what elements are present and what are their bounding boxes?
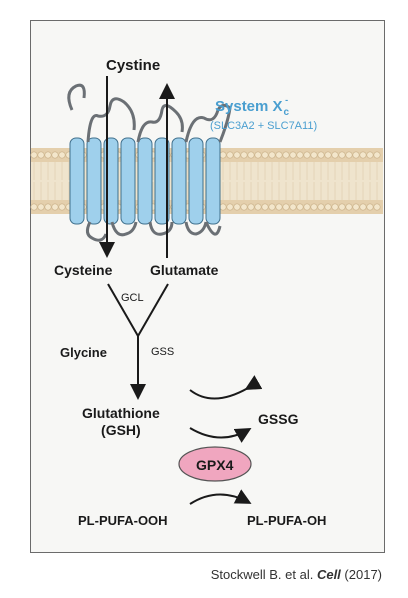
- pl-pufa-ooh-label: PL-PUFA-OOH: [78, 513, 168, 528]
- gssg-to-gsh-arrow: [189, 375, 263, 400]
- gsh-to-gssg-arrow: [189, 427, 252, 443]
- glycine-label: Glycine: [60, 345, 107, 360]
- gpx4-label: GPX4: [196, 457, 234, 473]
- gpx4-enzyme-ellipse: [178, 446, 252, 482]
- transmembrane-helix: [120, 137, 136, 225]
- system-xc-transporter: [67, 83, 232, 242]
- gcl-enzyme-label: GCL: [121, 292, 144, 304]
- transporter-genes: (SLC3A2 + SLC7A11): [210, 120, 318, 132]
- transmembrane-helix: [188, 137, 204, 225]
- transmembrane-helix: [205, 137, 221, 225]
- citation: Stockwell B. et al. Cell (2017): [210, 567, 382, 582]
- transmembrane-helix: [171, 137, 187, 225]
- glutathione-label: Glutathione(GSH): [82, 405, 160, 438]
- cystine-label: Cystine: [106, 57, 161, 74]
- gss-enzyme-label: GSS: [151, 346, 175, 358]
- transmembrane-helix: [154, 137, 170, 225]
- transmembrane-helix: [137, 137, 153, 225]
- transmembrane-helix: [69, 137, 85, 225]
- cysteine-label: Cysteine: [54, 262, 113, 278]
- gsh-synthesis-pathway: [107, 283, 169, 400]
- glutamate-label: Glutamate: [150, 262, 219, 278]
- gssg-label: GSSG: [258, 411, 299, 427]
- transporter-name: System Xc-: [215, 95, 290, 118]
- transmembrane-helix: [86, 137, 102, 225]
- pufa-reduction-arrow: [189, 489, 252, 505]
- pl-pufa-oh-label: PL-PUFA-OH: [247, 513, 327, 528]
